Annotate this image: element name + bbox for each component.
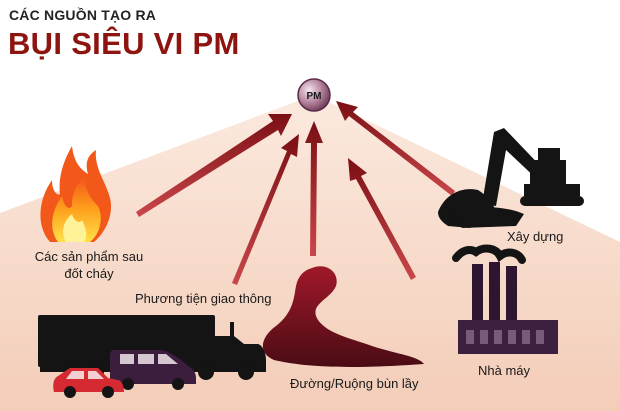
page-title: BỤI SIÊU VI PM <box>8 26 240 62</box>
fire-icon <box>40 146 111 242</box>
label-vehicles: Phương tiện giao thông <box>135 291 272 306</box>
label-construction: Xây dựng <box>507 229 563 244</box>
pm-particle: PM <box>298 79 330 111</box>
label-combustion: Các sản phẩm sau đốt cháy <box>30 248 148 282</box>
label-factories: Nhà máy <box>478 363 530 378</box>
pm-label: PM <box>307 91 322 102</box>
label-roads: Đường/Ruộng bùn lầy <box>290 376 419 391</box>
supertitle: CÁC NGUỒN TẠO RA <box>9 7 156 23</box>
